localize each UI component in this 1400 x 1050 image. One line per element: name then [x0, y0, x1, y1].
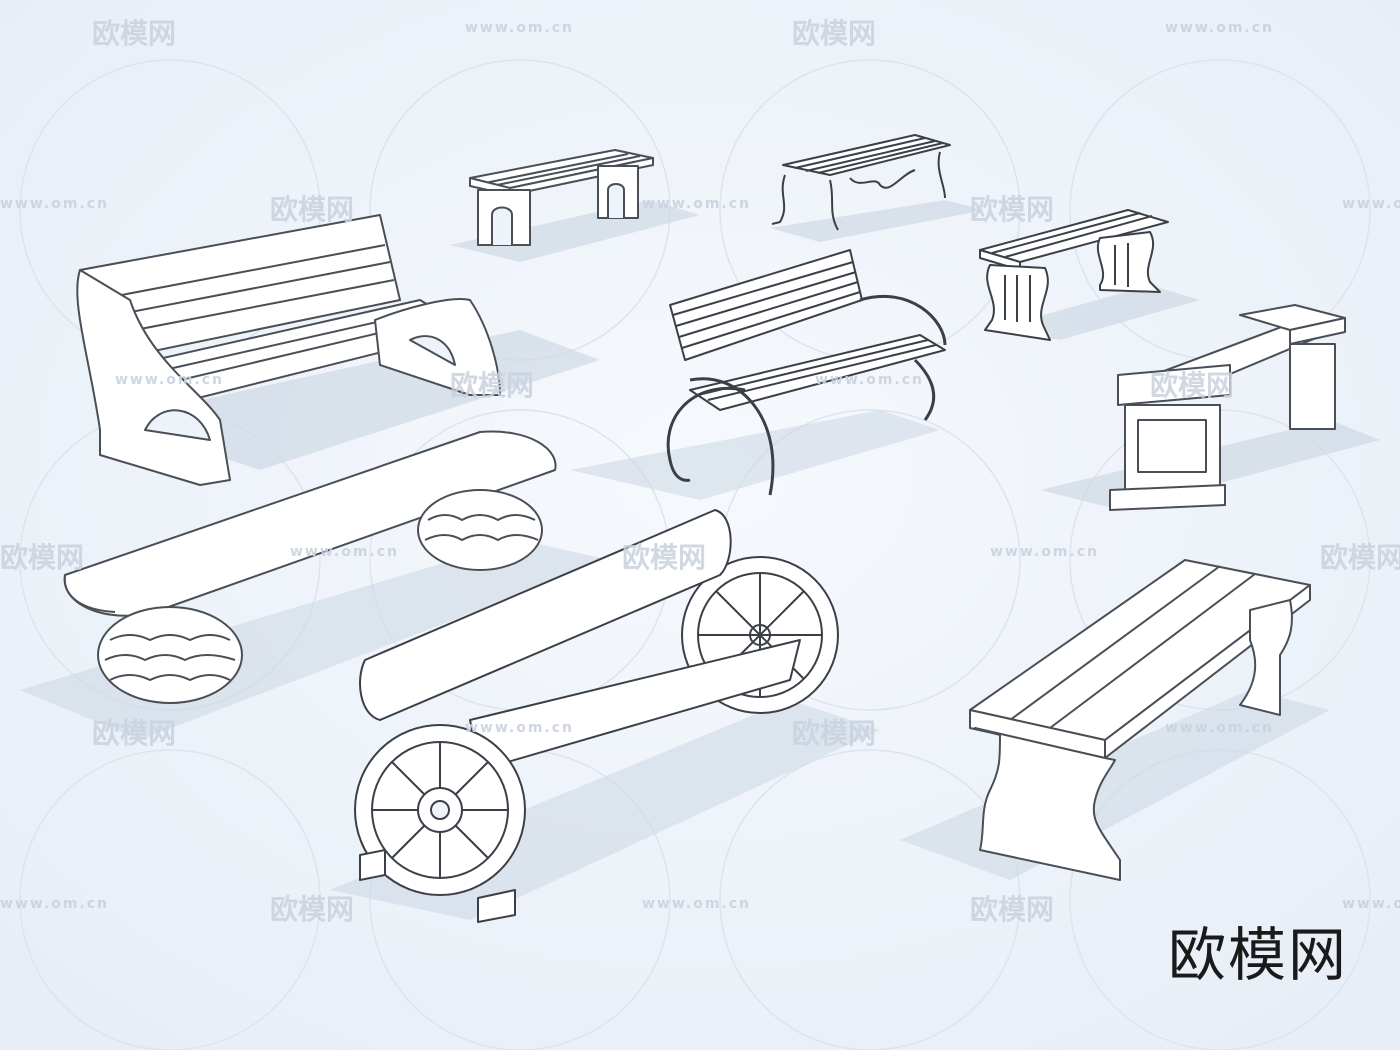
log-stone-bench [20, 430, 610, 740]
lyre-leg-bench [979, 209, 1200, 341]
metal-hoop-bench [570, 249, 947, 500]
small-plank-bench [450, 149, 700, 262]
brand-label: 欧模网 [1168, 921, 1349, 989]
concrete-backrest-bench [76, 214, 600, 486]
wrought-iron-bench [770, 134, 985, 242]
stone-pedestal-bench [1040, 304, 1380, 511]
shaped-leg-plank-bench [900, 559, 1330, 881]
cart-wheel-bench [330, 509, 880, 923]
